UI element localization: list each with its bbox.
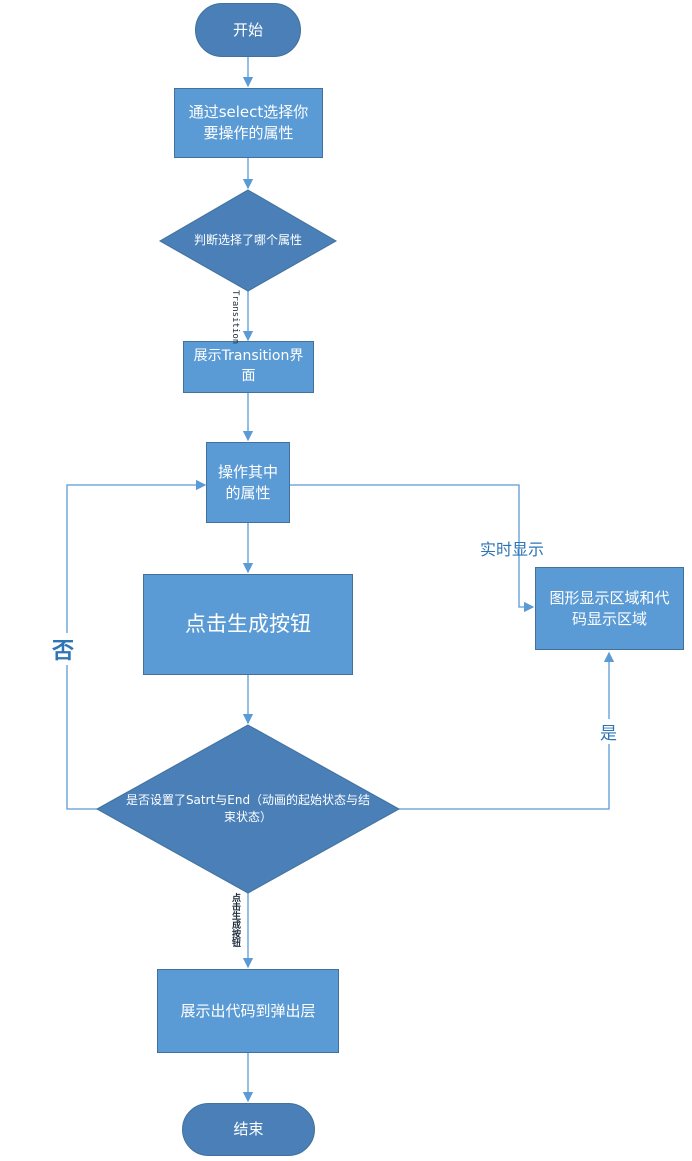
decision-attr-label: 判断选择了哪个属性 — [193, 233, 302, 248]
end-terminal: 结束 — [182, 1103, 315, 1156]
show-code-popup-box: 展示出代码到弹出层 — [157, 969, 339, 1053]
decision-attr-diamond — [158, 189, 338, 292]
decision-start-end-label: 是否设置了Satrt与End（动画的起始状态与结束状态） — [125, 792, 371, 824]
arrow-realtime — [290, 484, 535, 613]
edge-label-yes: 是 — [600, 719, 617, 744]
select-attribute-box: 通过select选择你要操作的属性 — [174, 88, 323, 158]
edge-label-no: 否 — [52, 633, 75, 665]
edge-label-bottom-branch: 点击生成按钮 — [230, 893, 240, 947]
start-terminal: 开始 — [195, 3, 301, 57]
show-transition-box: 展示Transition界面 — [183, 341, 314, 393]
arrow-yes — [398, 651, 615, 810]
edge-label-realtime: 实时显示 — [480, 540, 545, 559]
graphic-code-area-box: 图形显示区域和代码显示区域 — [535, 567, 684, 650]
click-generate-box: 点击生成按钮 — [143, 574, 353, 675]
edge-label-transition: Transition — [230, 290, 240, 345]
operate-attribute-box: 操作其中的属性 — [206, 442, 290, 523]
decision-start-end-diamond — [95, 724, 401, 894]
